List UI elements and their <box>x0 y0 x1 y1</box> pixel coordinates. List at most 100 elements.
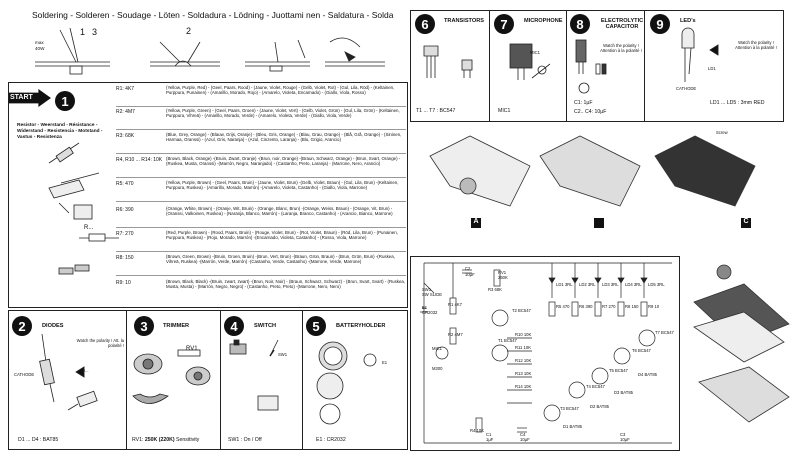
step4-footer: SW1 : On / Off <box>228 437 262 443</box>
schem-led: LD5 3RL <box>648 282 665 287</box>
diode-part-label: D... <box>82 368 89 373</box>
resistor-row-text: (Red, Purple, Brown) - (Rood, Paars, Bru… <box>166 230 398 241</box>
resistor-row-text: (Yellow, Purple, Brown) - (Geel, Paars, … <box>166 180 399 191</box>
resistor-row: R5: 470 (Yellow, Purple, Brown) - (Geel, … <box>116 179 406 202</box>
resistor-row-text: (Yellow, Purple, Green) - (Geel, Paars, … <box>166 108 400 119</box>
step3-footer-a: RV1: <box>132 437 145 443</box>
schem-transistor: T2 BC547 <box>512 308 531 313</box>
schem-r4: R4 10K <box>470 428 484 433</box>
trimmer-illustration <box>132 349 211 404</box>
battery-illustration <box>316 341 377 425</box>
resistor-row: R2: 4M7(Yellow, Purple, Green) - (Geel, … <box>116 107 406 130</box>
step4-number: 4 <box>224 316 244 336</box>
schem-e1: E1 <box>422 305 428 310</box>
resistor-row: R4, R10 ... R14: 10K(Brown, Black, Orang… <box>116 155 406 178</box>
resistor-row-text: (Brown, Black, Orange) -(Bruin, Zwart, O… <box>166 156 401 167</box>
schem-c2: C2 <box>465 266 471 271</box>
schem-mic-type: M300 <box>432 366 443 371</box>
schem-transistor: T6 BC547 <box>632 348 651 353</box>
step3-footer: RV1: 250K (220K) Sensitivity <box>132 437 199 443</box>
schem-c3: C3 <box>620 432 626 437</box>
step3-footer-c: Sensitivity <box>174 437 200 443</box>
schem-c3-value: 10µF <box>620 437 630 442</box>
step2-footer: D1 ... D4 : BAT85 <box>18 437 59 443</box>
switch-part-label: SW1 <box>278 352 288 357</box>
schem-rv1: RV1 <box>498 270 507 275</box>
schem-resistor: R10 10K <box>515 332 532 337</box>
resistor-row-label: R1: 4K7 <box>116 86 135 92</box>
step7-title: MICROPHONE <box>524 18 563 24</box>
case-step-b <box>594 218 604 228</box>
schem-resistor: R9 10 <box>648 304 660 309</box>
case-step-c: C <box>741 218 751 228</box>
step7-footer: MIC1 <box>498 108 511 114</box>
solder-step-1: 1 <box>80 27 86 37</box>
resistor-row-label: R9: 10 <box>116 280 131 286</box>
step8-title: ELECTROLYTIC CAPACITOR <box>600 18 644 30</box>
schematic-diagram <box>420 262 672 444</box>
schem-c2-value: 10µF <box>465 272 475 277</box>
bottom-steps-panel <box>8 310 408 450</box>
resistor-row: R3: 68K (Blue, Grey, Orange) - (Blauw, Gr… <box>116 131 406 154</box>
schem-sw1: SW1 <box>422 287 432 292</box>
step9-number: 9 <box>650 14 670 34</box>
resistor-row-text: (Orange, White, Brown) - (Oranje, Wit, B… <box>166 206 393 217</box>
schem-transistor: T5 BC547 <box>609 368 628 373</box>
schem-r3: R3 68K <box>488 287 502 292</box>
step5-footer: E1 : CR2032 <box>316 437 346 443</box>
schem-resistor: R7 270 <box>602 304 616 309</box>
resistor-row: R8: 150(Brown, Green, Brown) -(Bruin, Gr… <box>116 253 406 276</box>
step6-title: TRANSISTORS <box>444 18 484 24</box>
microphone-part-label: MIC1 <box>530 50 541 55</box>
step8-note: Watch the polarity ! Attention à la pola… <box>600 43 642 53</box>
start-label: START <box>10 94 33 101</box>
transistor-illustration <box>423 45 473 78</box>
schem-c1-value: 1µF <box>486 437 494 442</box>
final-case-illustration <box>693 264 790 423</box>
schem-r2: R2 4M7 <box>448 332 463 337</box>
start-arrow-icon <box>9 89 51 107</box>
schem-rv1-value: 250K <box>498 275 508 280</box>
step8-footer-c1: C1: 1µF <box>574 100 593 106</box>
schem-resistor: R8 150 <box>625 304 639 309</box>
trimmer-part-label: RV1 <box>186 346 198 352</box>
resistor-row-label: R4, R10 ... R14: 10K <box>116 157 163 163</box>
step3-footer-b: 250K (220K) <box>144 437 175 443</box>
schem-diode: D1 BAT85 <box>563 424 583 429</box>
schem-mic: MIC1 <box>432 346 443 351</box>
schem-resistor: R12 10K <box>515 358 532 363</box>
capacitor-illustration <box>575 39 607 94</box>
resistor-row-label: R3: 68K <box>116 133 135 139</box>
step1-panel: START 1 Resistor - Weerstand - Résistanc… <box>8 82 408 308</box>
resistor-row: R6: 390 (Orange, White, Brown) - (Oranje,… <box>116 205 406 228</box>
microphone-illustration <box>509 43 551 80</box>
solder-watt-label: 40W <box>35 46 45 51</box>
schem-transistor: T3 BC547 <box>560 406 579 411</box>
switch-illustration <box>229 339 279 411</box>
battery-part-label: E1 <box>382 360 388 365</box>
case-screw-label: Screw <box>716 130 728 135</box>
step9-note: Watch the polarity ! Attention à la pola… <box>735 40 777 50</box>
case-assembly-illustration <box>429 135 756 207</box>
resistor-row-label: R5: 470 <box>116 181 134 187</box>
resistor-title: Resistor - Weerstand - Résistance - Wide… <box>17 123 103 140</box>
schem-resistor: R5 470 <box>556 304 570 309</box>
step3-title: TRIMMER <box>163 323 190 329</box>
solder-step-3: 3 <box>92 27 98 37</box>
step2-note: Watch the polarity ! Att. la polarité ! <box>76 338 124 348</box>
resistor-row-text: (Blue, Grey, Orange) - (Blauw, Grijs, Or… <box>166 132 402 143</box>
schem-transistor: T1 BC547 <box>498 338 517 343</box>
resistor-row-label: R6: 390 <box>116 207 134 213</box>
schem-c1: C1 <box>486 432 492 437</box>
step3-number: 3 <box>134 316 154 336</box>
step2-number: 2 <box>12 316 32 336</box>
schem-transistor: T4 BC547 <box>586 384 605 389</box>
diode-illustration <box>39 333 98 411</box>
schem-led: LD3 3RL <box>602 282 619 287</box>
schem-resistor: R6 390 <box>579 304 593 309</box>
schem-c4: C4 <box>520 432 526 437</box>
resistor-row-text: (Brown, Green, Brown) -(Bruin, Groen, Br… <box>166 254 395 265</box>
resistor-illustrations <box>48 142 119 275</box>
step6-number: 6 <box>415 14 435 34</box>
solder-step-2: 2 <box>186 26 192 36</box>
